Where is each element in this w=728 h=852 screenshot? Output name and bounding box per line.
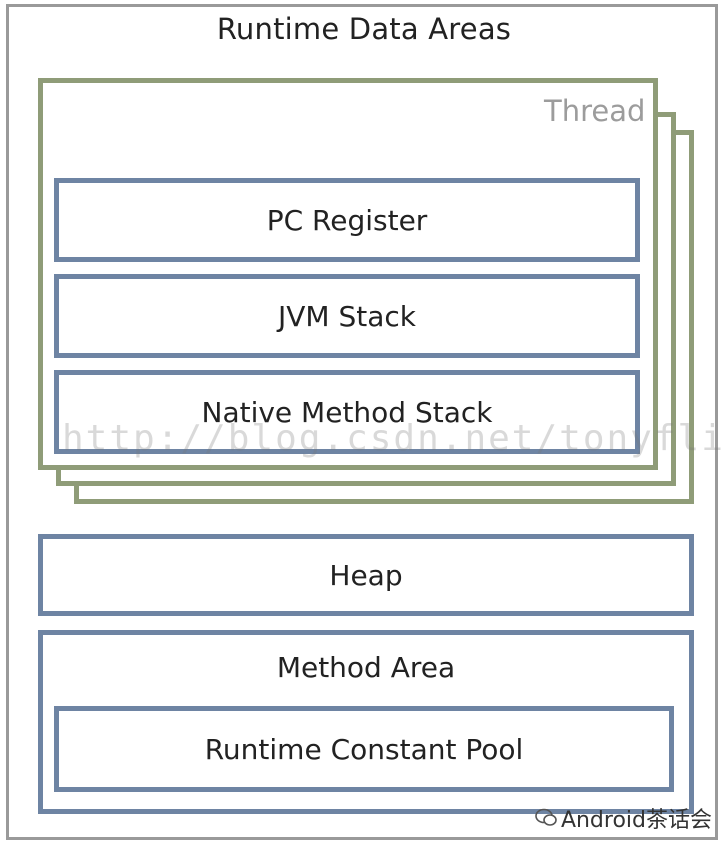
native-method-stack-box: Native Method Stack	[54, 370, 640, 454]
brand-text: Android茶话会	[560, 808, 712, 833]
jvm-stack-box: JVM Stack	[54, 274, 640, 358]
watermark-url: http://blog.csdn.net/tonyfling	[62, 418, 728, 459]
diagram-title: Runtime Data Areas	[216, 12, 512, 46]
runtime-data-areas-frame	[6, 4, 718, 840]
thread-label: Thread	[544, 94, 646, 128]
brand-watermark: Android茶话会	[535, 802, 712, 834]
method-area-label: Method Area	[276, 651, 456, 684]
heap-box: Heap	[38, 534, 694, 616]
runtime-constant-pool-box: Runtime Constant Pool	[54, 706, 674, 792]
wechat-icon	[535, 808, 557, 828]
pc-register-box: PC Register	[54, 178, 640, 262]
